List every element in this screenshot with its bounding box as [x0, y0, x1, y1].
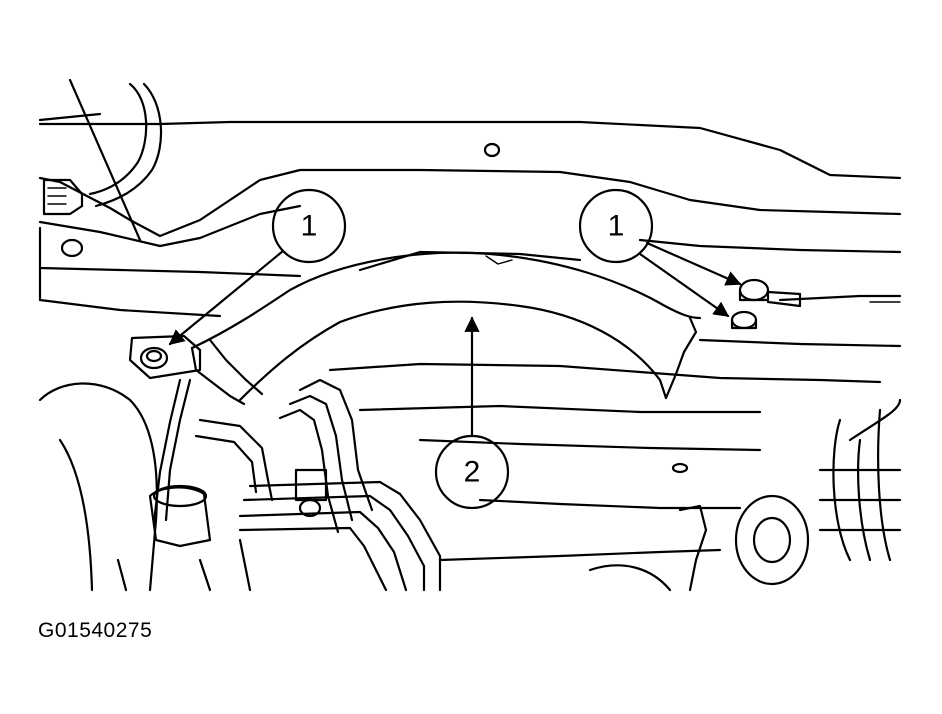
callout-2-label: 2 — [464, 456, 481, 489]
callout-1-right: 1 — [578, 188, 654, 264]
callout-1-left: 1 — [271, 188, 347, 264]
callout-1-left-label: 1 — [301, 210, 318, 243]
callout-1-left-arrow — [168, 249, 285, 346]
lower-left-assembly — [38, 378, 252, 592]
brake-lines — [194, 378, 442, 592]
arched-shield — [190, 251, 702, 406]
callout-1-right-arrow-b — [638, 252, 730, 318]
callout-2: 2 — [434, 434, 510, 510]
figure-id: G01540275 — [38, 619, 153, 642]
callout-1-right-label: 1 — [608, 210, 625, 243]
callout-1-right-arrow-a — [645, 241, 742, 286]
hose — [42, 82, 163, 216]
lower-right-assembly — [588, 398, 902, 592]
